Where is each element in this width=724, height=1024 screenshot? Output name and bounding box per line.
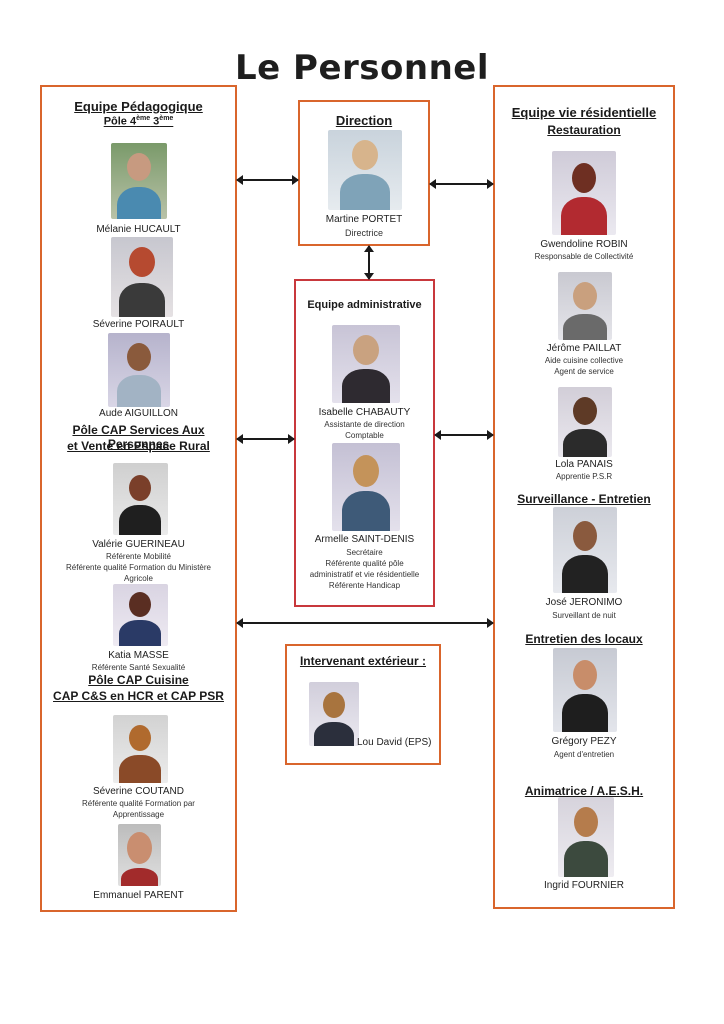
equipe-vie-residentielle-box: Equipe vie résidentielle Restauration Gw… — [493, 85, 675, 909]
pole-cap-cuisine-heading-line1: Pôle CAP Cuisine — [88, 673, 189, 687]
name-aude-aiguillon: Aude AIGUILLON — [99, 408, 178, 419]
role-isabelle-chabauty-1: Assistante de direction — [324, 420, 405, 429]
name-martine-portet: Martine PORTET — [325, 214, 403, 225]
equipe-pedagogique-box: Equipe Pédagogique Pôle 4ème 3ème Mélani… — [40, 85, 237, 912]
photo-melanie-hucault — [111, 143, 167, 219]
photo-severine-coutand — [113, 715, 168, 783]
role-valerie-guerineau-1: Référente Mobilité — [106, 552, 171, 561]
role-armelle-saint-denis-4: Référente Handicap — [328, 581, 401, 590]
role-isabelle-chabauty-2: Comptable — [345, 431, 384, 440]
surveillance-entretien-heading: Surveillance - Entretien — [517, 492, 651, 506]
role-severine-coutand-2: Apprentissage — [112, 810, 165, 819]
name-gregory-pezy: Grégory PEZY — [551, 736, 617, 747]
equipe-administrative-box: Equipe administrative Isabelle CHABAUTY … — [294, 279, 435, 607]
name-katia-masse: Katia MASSE — [108, 650, 169, 661]
intervenant-exterieur-box: Intervenant extérieur : Lou David (EPS) — [285, 644, 441, 765]
equipe-administrative-heading: Equipe administrative — [307, 299, 422, 311]
animatrice-aesh-heading: Animatrice / A.E.S.H. — [524, 784, 644, 798]
restauration-heading: Restauration — [547, 123, 621, 137]
arrow-administrative-vie-residentielle — [434, 430, 494, 440]
name-valerie-guerineau: Valérie GUERINEAU — [92, 539, 185, 550]
photo-aude-aiguillon — [108, 333, 170, 407]
name-melanie-hucault: Mélanie HUCAULT — [96, 224, 181, 235]
photo-gwendoline-robin — [552, 151, 616, 235]
name-jerome-paillat: Jérôme PAILLAT — [546, 343, 622, 354]
arrow-direction-vie-residentielle — [429, 179, 494, 189]
role-armelle-saint-denis-1: Secrétaire — [346, 548, 383, 557]
photo-jose-jeronimo — [553, 507, 617, 593]
name-severine-poirault: Séverine POIRAULT — [92, 319, 185, 330]
role-severine-coutand-1: Référente qualité Formation par — [82, 799, 195, 808]
photo-jerome-paillat — [558, 272, 612, 340]
role-gregory-pezy-1: Agent d'entretien — [553, 750, 615, 759]
photo-gregory-pezy — [553, 648, 617, 732]
role-jerome-paillat-2: Agent de service — [554, 367, 614, 376]
photo-katia-masse — [113, 584, 168, 646]
direction-heading: Direction — [335, 113, 393, 128]
name-severine-coutand: Séverine COUTAND — [93, 786, 184, 797]
name-lou-david: Lou David (EPS) — [357, 737, 432, 748]
photo-martine-portet — [328, 130, 402, 210]
pole-cap-cuisine-heading-line2: CAP C&S en HCR et CAP PSR — [53, 689, 224, 703]
role-gwendoline-robin-1: Responsable de Collectivité — [534, 252, 634, 261]
name-jose-jeronimo: José JERONIMO — [545, 597, 623, 608]
direction-box: Direction Martine PORTET Directrice — [298, 100, 430, 246]
role-lola-panais-1: Apprentie P.S.R — [555, 472, 613, 481]
name-isabelle-chabauty: Isabelle CHABAUTY — [318, 407, 411, 418]
role-valerie-guerineau-2: Référente qualité Formation du Ministère — [66, 563, 211, 572]
role-martine-portet: Directrice — [344, 228, 383, 238]
photo-isabelle-chabauty — [332, 325, 400, 403]
arrow-direction-administrative — [364, 245, 374, 280]
role-armelle-saint-denis-3: administratif et vie résidentielle — [309, 570, 420, 579]
arrow-pedagogique-administrative — [236, 434, 295, 444]
pole-cap-sapver-heading-line1: Pôle CAP Services Aux Personnes — [72, 423, 205, 451]
name-lola-panais: Lola PANAIS — [555, 459, 613, 470]
role-armelle-saint-denis-2: Référente qualité pôle — [325, 559, 404, 568]
photo-valerie-guerineau — [113, 463, 168, 535]
name-gwendoline-robin: Gwendoline ROBIN — [540, 239, 628, 250]
photo-ingrid-fournier — [558, 797, 614, 877]
equipe-vie-residentielle-heading: Equipe vie résidentielle — [511, 105, 657, 120]
role-jose-jeronimo-1: Surveillant de nuit — [552, 611, 616, 620]
role-jerome-paillat-1: Aide cuisine collective — [544, 356, 624, 365]
pole-cap-sapver-heading-line2: et Vente en Espace Rural — [67, 439, 210, 453]
photo-lou-david — [309, 682, 359, 746]
pole-4-3-heading: Pôle 4ème 3ème — [103, 115, 174, 128]
equipe-pedagogique-heading: Equipe Pédagogique — [74, 99, 203, 114]
photo-emmanuel-parent — [118, 824, 161, 886]
photo-armelle-saint-denis — [332, 443, 400, 531]
name-emmanuel-parent: Emmanuel PARENT — [93, 890, 184, 901]
entretien-des-locaux-heading: Entretien des locaux — [525, 632, 643, 646]
intervenant-exterieur-heading: Intervenant extérieur : — [299, 654, 427, 668]
name-ingrid-fournier: Ingrid FOURNIER — [543, 880, 624, 891]
name-armelle-saint-denis: Armelle SAINT-DENIS — [314, 534, 415, 545]
photo-severine-poirault — [111, 237, 173, 317]
role-valerie-guerineau-3: Agricole — [124, 574, 153, 583]
role-katia-masse-1: Référente Santé Sexualité — [91, 663, 186, 672]
page-title: Le Personnel — [234, 48, 490, 88]
photo-lola-panais — [558, 387, 612, 457]
arrow-pedagogique-direction — [236, 175, 299, 185]
arrow-pedagogique-vie-residentielle — [236, 618, 494, 628]
